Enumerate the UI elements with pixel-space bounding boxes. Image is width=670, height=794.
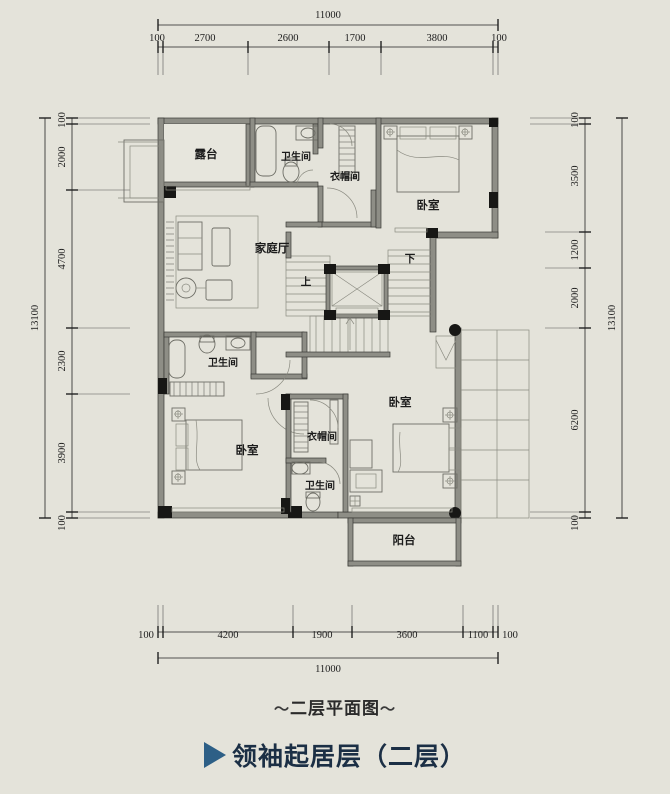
plan-body: 露台 卫生间 衣帽间 卧室 家庭厅 卫生间 卧室 衣帽间 卫生间 卧室 阳台 上… (118, 117, 530, 567)
dim-left-seg-3: 2300 (57, 351, 68, 372)
swash-right-icon: 〜 (380, 700, 397, 718)
room-labels: 露台 卫生间 衣帽间 卧室 家庭厅 卫生间 卧室 衣帽间 卫生间 卧室 阳台 (195, 147, 440, 547)
label-closet-lower: 衣帽间 (307, 430, 337, 443)
dim-right-total: 13100 (607, 305, 618, 331)
room-terrace (118, 123, 255, 203)
dim-right-seg-4: 6200 (570, 410, 581, 431)
dim-left-seg-2: 4700 (57, 249, 68, 270)
dim-bottom-seg-3: 3600 (397, 630, 418, 641)
label-bath-upper: 卫生间 (281, 150, 311, 163)
dim-bottom-seg-4: 1100 (468, 630, 489, 641)
dimension-top: 11000 100 2700 2600 1700 3800 100 (149, 10, 507, 75)
dim-right-seg-1: 3500 (570, 166, 581, 187)
dim-top-total: 11000 (315, 10, 341, 21)
dim-top-seg-1: 2700 (195, 33, 216, 44)
plan-title: 〜二层平面图〜 (0, 694, 670, 719)
stair-elevator-core (285, 249, 433, 358)
label-terrace: 露台 (195, 147, 218, 161)
dim-left-total: 13100 (30, 305, 41, 331)
dim-bottom-seg-1: 4200 (218, 630, 239, 641)
label-balcony: 阳台 (393, 533, 416, 547)
dimension-bottom: 100 4200 1900 3600 1100 100 11000 (138, 605, 518, 675)
dim-left-seg-5: 100 (57, 515, 68, 531)
plan-title-text: 二层平面图 (290, 699, 380, 719)
interior-partitions (165, 185, 453, 513)
label-bedroom-ne: 卧室 (417, 198, 440, 212)
room-family-hall (163, 186, 259, 395)
label-bedroom-se: 卧室 (389, 395, 412, 409)
label-family-hall: 家庭厅 (255, 241, 290, 255)
room-balcony (347, 517, 462, 567)
label-bedroom-sw: 卧室 (236, 443, 259, 457)
room-bedroom-se (349, 335, 462, 507)
room-bedroom-sw (158, 378, 305, 518)
label-bath-lower: 卫生间 (305, 479, 335, 492)
label-stair-down: 下 (405, 253, 416, 265)
dim-right-seg-5: 100 (570, 515, 581, 531)
label-stair-up: 上 (301, 275, 312, 288)
room-bedroom-ne (375, 117, 498, 238)
dim-top-seg-4: 3800 (427, 33, 448, 44)
room-bath-lower (291, 461, 341, 512)
label-closet-upper: 衣帽间 (330, 170, 360, 183)
dim-left-seg-4: 3900 (57, 443, 68, 464)
dim-bottom-total: 11000 (315, 664, 341, 675)
exterior-roof-grid (449, 324, 530, 519)
dim-left-seg-0: 100 (57, 112, 68, 128)
dim-bottom-seg-2: 1900 (312, 630, 333, 641)
dim-left-seg-1: 2000 (57, 147, 68, 168)
dim-top-seg-2: 2600 (278, 33, 299, 44)
dim-right-seg-2: 1200 (570, 240, 581, 261)
plan-subtitle-row: 领袖起居层（二层） (0, 737, 670, 773)
dim-right-seg-0: 100 (570, 112, 581, 128)
label-bath-mid: 卫生间 (208, 356, 238, 369)
room-closet-lower (281, 393, 349, 514)
dim-top-seg-5: 100 (491, 33, 507, 44)
stair-direction-labels: 上 下 (301, 253, 416, 288)
plan-subtitle: 领袖起居层（二层） (231, 742, 466, 771)
dimension-left: 13100 100 2000 4700 2300 3900 100 (30, 112, 150, 531)
dim-top-seg-0: 100 (149, 33, 165, 44)
dim-right-seg-3: 2000 (570, 288, 581, 309)
triangle-bullet-icon (203, 742, 226, 768)
dim-top-seg-3: 1700 (345, 33, 366, 44)
room-closet-upper (317, 117, 377, 228)
caption-block: 〜二层平面图〜 领袖起居层（二层） (0, 694, 670, 773)
dim-bottom-seg-5: 100 (502, 630, 518, 641)
swash-left-icon: 〜 (273, 700, 290, 718)
dimension-right: 13100 100 3500 1200 2000 6200 100 (530, 112, 628, 531)
dim-bottom-seg-0: 100 (138, 630, 154, 641)
